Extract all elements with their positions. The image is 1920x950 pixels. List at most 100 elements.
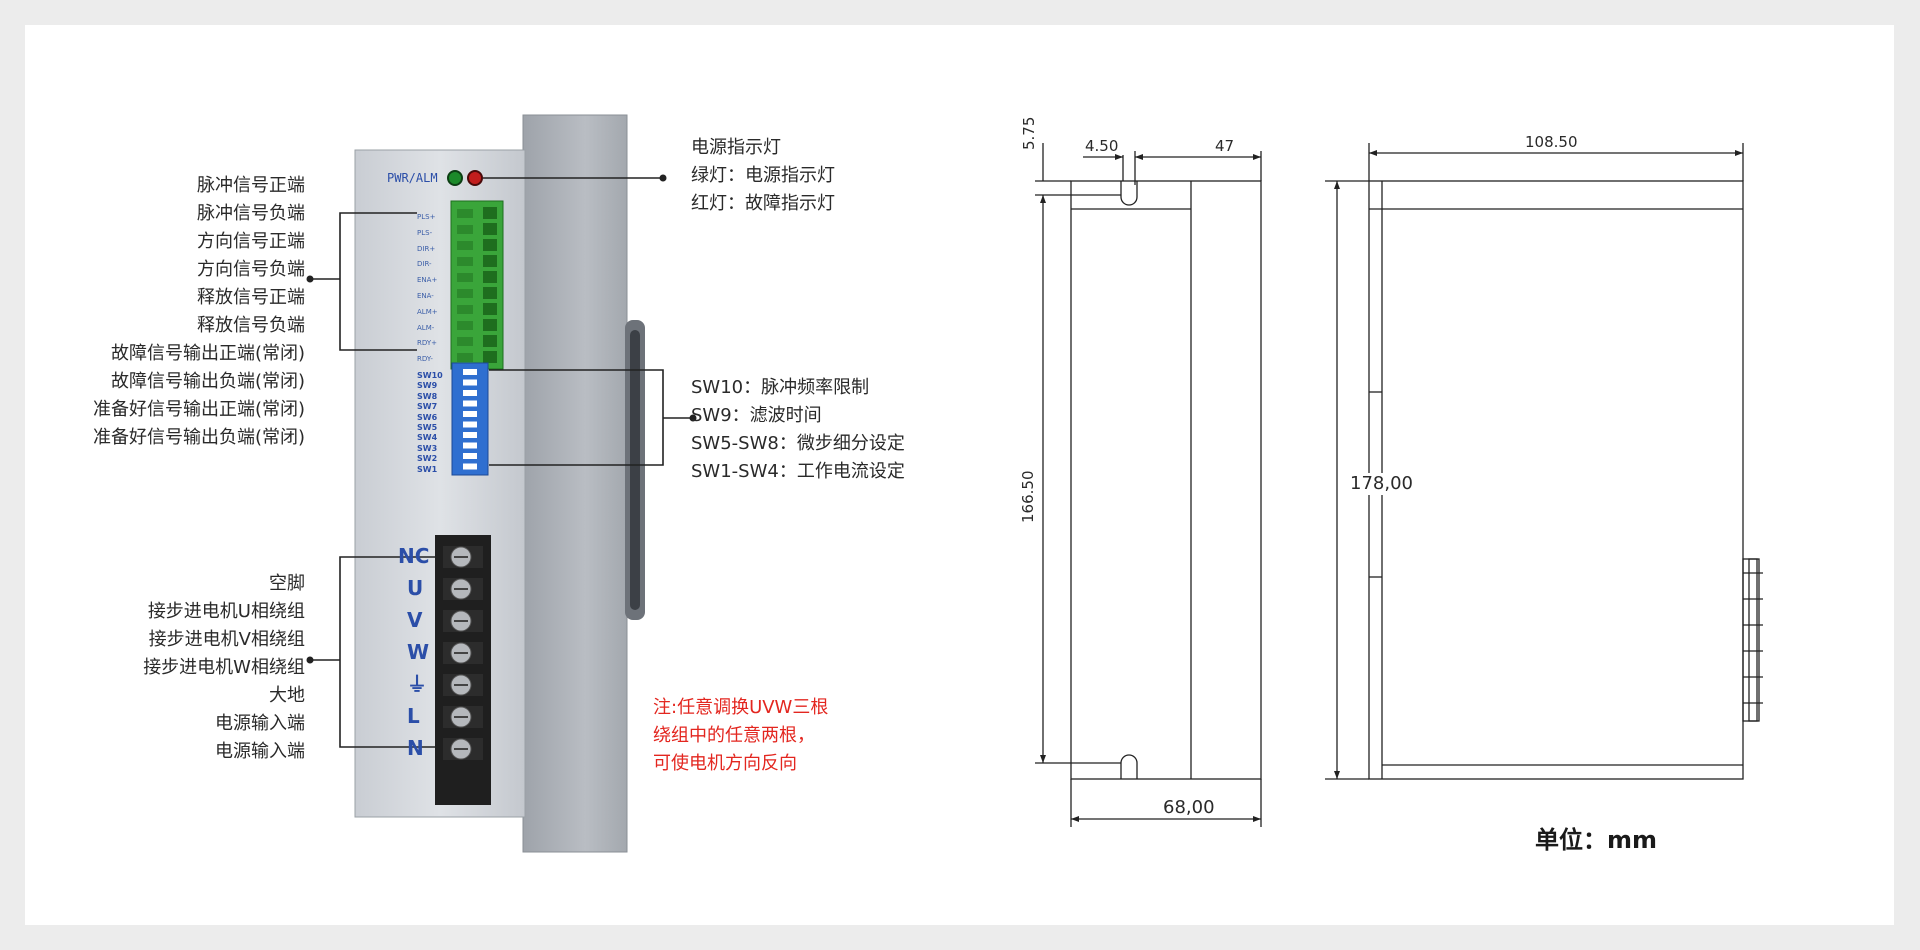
dip-switch-lever — [463, 379, 477, 386]
signal-pin-label: DIR+ — [417, 244, 436, 253]
signal-pin-label: ALM+ — [417, 307, 438, 316]
side-view-outline — [1070, 180, 1262, 780]
power-terminal-label: V — [407, 608, 423, 632]
signal-socket — [457, 257, 473, 266]
signal-screw — [483, 271, 497, 283]
heatsink — [522, 114, 628, 853]
signal-socket — [457, 225, 473, 234]
signal-socket — [457, 321, 473, 330]
dip-label: SW2 — [417, 454, 438, 464]
dip-label: SW4 — [417, 433, 438, 443]
signal-socket — [457, 337, 473, 346]
dip-switch-lever — [463, 442, 477, 449]
signal-pin-label: ENA- — [417, 292, 434, 300]
signal-description: 方向信号正端 — [197, 231, 305, 252]
led-red — [467, 170, 483, 186]
led-green — [447, 170, 463, 186]
power-terminal-label: NC — [398, 544, 430, 568]
power-terminal-label: ⏚ — [407, 672, 427, 696]
signal-screw — [483, 287, 497, 299]
dimension-drawings — [1035, 143, 1763, 827]
signal-description: 故障信号输出负端(常闭) — [110, 371, 305, 392]
power-description: 电源输入端 — [215, 713, 305, 734]
signal-screw — [483, 319, 497, 331]
signal-screw — [483, 303, 497, 315]
note-line: 注:任意调换UVW三根 — [653, 697, 829, 718]
signal-pin-label: ENA+ — [417, 276, 438, 285]
signal-description: 释放信号正端 — [197, 287, 305, 308]
dip-description: SW10：脉冲频率限制 — [691, 377, 870, 398]
note-line: 绕组中的任意两根， — [653, 725, 815, 746]
power-description: 接步进电机U相绕组 — [147, 601, 305, 622]
leader-signals — [339, 212, 417, 351]
signal-socket — [457, 289, 473, 298]
signal-socket — [457, 273, 473, 282]
dim-top-small: 5.75 — [1020, 116, 1038, 150]
signal-description: 脉冲信号正端 — [197, 175, 305, 196]
power-description: 接步进电机W相绕组 — [143, 657, 305, 678]
dim-width-a: 68,00 — [1163, 797, 1215, 818]
dip-switch-lever — [463, 390, 477, 396]
signal-description: 释放信号负端 — [197, 315, 305, 336]
signal-screw — [483, 335, 497, 347]
dip-switch-lever — [463, 421, 477, 428]
power-description: 大地 — [269, 685, 305, 706]
dip-label: SW5 — [417, 423, 438, 432]
dip-switch-lever — [463, 432, 477, 438]
dim-top-a: 4.50 — [1085, 137, 1119, 155]
power-description: 接步进电机V相绕组 — [148, 629, 305, 650]
dip-label: SW1 — [417, 464, 438, 474]
signal-pin-label: RDY+ — [417, 339, 438, 348]
dip-description: SW9：滤波时间 — [691, 405, 822, 426]
signal-pin-label: PLS- — [417, 228, 433, 237]
dim-height-a: 166.50 — [1019, 470, 1037, 524]
dim-top-b: 47 — [1215, 137, 1235, 155]
power-terminal-label: U — [407, 576, 424, 600]
dip-label: SW3 — [417, 443, 438, 453]
signal-pin-label: PLS+ — [417, 213, 436, 221]
dip-label: SW6 — [417, 412, 438, 422]
signal-description: 准备好信号输出正端(常闭) — [92, 399, 305, 420]
power-terminal-label: N — [407, 736, 424, 760]
signal-pin-label: DIR- — [417, 260, 432, 269]
signal-screw — [483, 207, 497, 219]
signal-socket — [457, 209, 473, 218]
indicator-description: 红灯：故障指示灯 — [691, 193, 835, 214]
signal-socket — [457, 353, 473, 362]
signal-socket — [457, 305, 473, 314]
dip-switch-lever — [463, 400, 477, 407]
signal-description: 方向信号负端 — [197, 259, 305, 280]
signal-screw — [483, 351, 497, 363]
signal-pin-label: ALM- — [417, 323, 435, 332]
signal-pin-label: RDY- — [417, 355, 433, 364]
power-terminal-label: W — [407, 640, 430, 664]
dim-height-b: 178,00 — [1350, 473, 1413, 495]
dip-label: SW9 — [417, 381, 438, 391]
dip-label: SW8 — [417, 391, 438, 401]
dip-label: SW10 — [417, 371, 443, 380]
power-description: 电源输入端 — [215, 741, 305, 762]
signal-description: 脉冲信号负端 — [197, 203, 305, 224]
front-view-outline — [1368, 180, 1744, 780]
dip-switch-lever — [463, 463, 477, 470]
panel-label: PWR/ALM — [387, 171, 438, 185]
dip-description: SW1-SW4：工作电流设定 — [691, 461, 905, 482]
power-terminal-label: L — [407, 704, 420, 728]
diagram-frame: PWR/ALM PLS+ PLS- DIR+ DIR- ENA+ ENA- ALM+ ALM-… — [25, 25, 1894, 925]
dim-width-b: 108.50 — [1525, 133, 1578, 151]
dip-switch-lever — [463, 411, 477, 417]
dip-description: SW5-SW8：微步细分设定 — [691, 433, 905, 454]
indicator-description: 绿灯：电源指示灯 — [691, 165, 835, 186]
power-description: 空脚 — [269, 573, 305, 594]
leader-power — [339, 556, 435, 748]
note-line: 可使电机方向反向 — [653, 753, 797, 774]
signal-screw — [483, 255, 497, 267]
signal-description: 准备好信号输出负端(常闭) — [92, 427, 305, 448]
dip-switch-lever — [463, 369, 477, 375]
dip-switch-lever — [463, 453, 477, 459]
driver-illustration — [306, 114, 697, 853]
unit-label: 单位：mm — [1535, 826, 1658, 854]
signal-screw — [483, 223, 497, 235]
indicator-description: 电源指示灯 — [691, 137, 781, 158]
signal-description: 故障信号输出正端(常闭) — [110, 343, 305, 364]
